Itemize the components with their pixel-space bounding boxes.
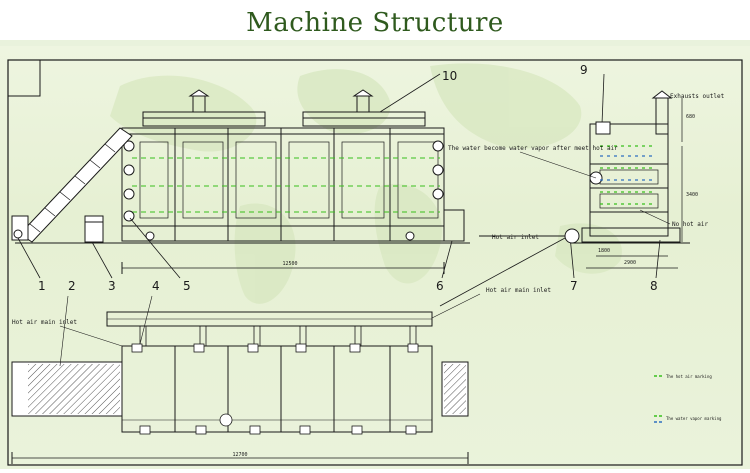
callout-7: 7 <box>570 279 578 293</box>
drawing-area: 12500 <box>0 46 750 469</box>
right-belt-mesh <box>444 364 466 414</box>
header: Machine Structure <box>0 0 750 46</box>
main-inlet-leader <box>431 293 481 319</box>
callout-2-leader <box>59 295 69 367</box>
hot-air-flow-markings <box>600 145 656 205</box>
callout-4: 4 <box>152 279 160 293</box>
callout-5: 5 <box>183 279 191 293</box>
exhausts-outlet-label: Exhausts outlet <box>670 93 725 100</box>
callout-numbers: 1 2 3 4 5 6 7 8 9 10 <box>38 63 658 293</box>
side-width-1: 1800 <box>598 248 610 254</box>
callout-4-leader <box>139 295 153 345</box>
legend-vapor-label: The water vapor marking <box>666 416 722 421</box>
water-vapor-label: The water become water vapor after meet … <box>448 145 618 152</box>
page-title: Machine Structure <box>246 8 504 38</box>
side-width-2: 2900 <box>624 260 636 266</box>
callout-2: 2 <box>68 279 76 293</box>
title-divider <box>0 40 750 46</box>
dryer-body <box>121 127 445 242</box>
legend: The hot air marking The water vapor mark… <box>654 374 722 423</box>
legend-hot-air-label: The hot air marking <box>666 374 712 379</box>
callout-3: 3 <box>108 279 116 293</box>
no-hot-air-leader <box>639 209 671 225</box>
callout-1: 1 <box>38 279 46 293</box>
callout-leaders <box>17 73 661 307</box>
top-length-dimension: 12500 <box>282 261 297 267</box>
side-elevation <box>479 90 690 269</box>
world-map-watermark <box>110 63 622 304</box>
callout-8: 8 <box>650 279 658 293</box>
plan-body <box>121 345 433 433</box>
bottom-length-dimension: 12700 <box>232 452 247 458</box>
hot-air-inlet-label: Hot air inlet <box>492 234 539 241</box>
left-belt-mesh <box>28 364 120 414</box>
left-inlet-leader <box>59 325 123 347</box>
callout-9: 9 <box>580 63 588 77</box>
callout-6: 6 <box>436 279 444 293</box>
side-height: 3400 <box>686 192 698 198</box>
frame-border <box>7 59 743 466</box>
no-hot-air-label: No hot air <box>672 221 709 228</box>
frame-corner <box>8 60 41 97</box>
callout-10: 10 <box>442 69 457 83</box>
hot-air-main-inlet-top-label: Hot air main inlet <box>486 287 551 294</box>
machine-drawing: 12500 <box>7 59 743 466</box>
top-height: 680 <box>686 114 695 120</box>
water-vapor-leader <box>519 151 597 179</box>
hot-air-main-inlet-left-label: Hot air main inlet <box>12 319 77 326</box>
main-dryer-elevation <box>11 89 470 274</box>
